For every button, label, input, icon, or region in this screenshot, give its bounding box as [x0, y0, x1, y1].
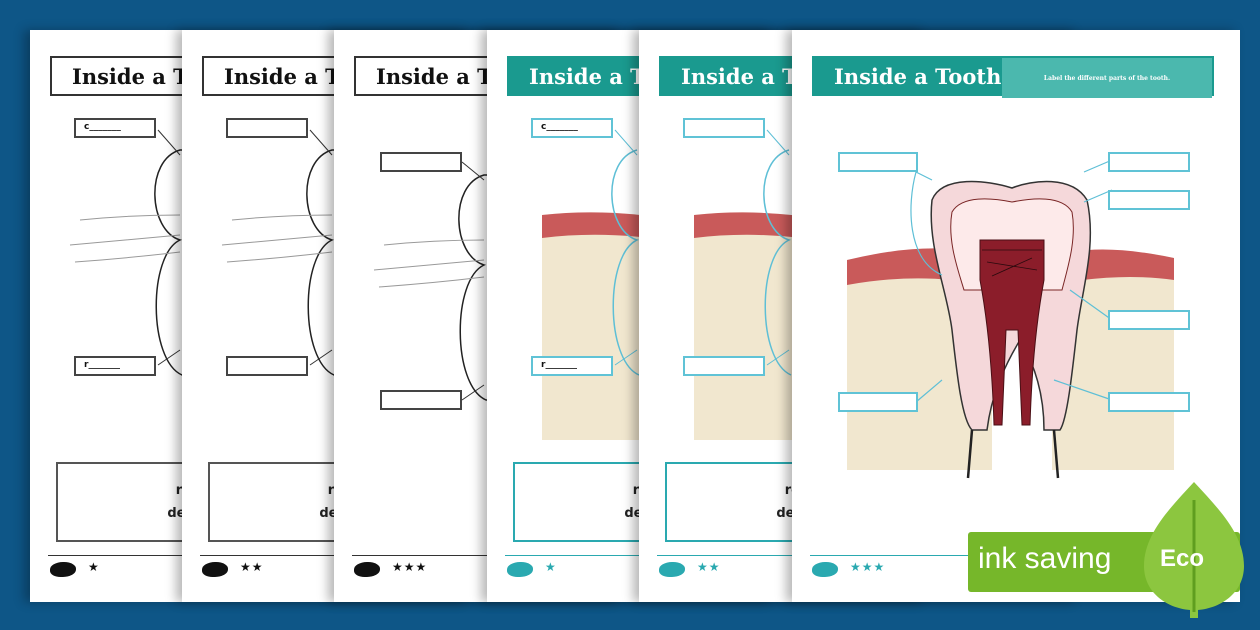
publisher-logo-icon: [50, 562, 76, 577]
publisher-logo-icon: [202, 562, 228, 577]
eco-label: Eco: [1160, 545, 1205, 572]
ink-saving-text: ink saving: [978, 542, 1112, 575]
label-box-root[interactable]: r_______: [531, 356, 613, 376]
worksheet-title: Inside a Tooth: [834, 63, 1002, 89]
label-box-crown[interactable]: c_______: [74, 118, 156, 138]
label-box[interactable]: [1108, 310, 1190, 330]
label-box[interactable]: [226, 118, 308, 138]
difficulty-stars: ★★: [697, 560, 721, 574]
tooth-cross-section-illustration: [847, 159, 1174, 479]
label-box[interactable]: [683, 118, 765, 138]
label-box[interactable]: [838, 392, 918, 412]
difficulty-stars: ★★: [240, 560, 264, 574]
label-box[interactable]: [683, 356, 765, 376]
label-box-crown[interactable]: c_______: [531, 118, 613, 138]
label-box[interactable]: [1108, 392, 1190, 412]
difficulty-stars: ★: [545, 560, 557, 574]
tooth-outline-illustration: [373, 161, 525, 401]
label-box[interactable]: [1108, 190, 1190, 210]
label-box[interactable]: [226, 356, 308, 376]
worksheet-title-bar: Inside a Tooth Label the different parts…: [812, 56, 1214, 98]
publisher-logo-icon: [354, 562, 380, 577]
difficulty-stars: ★★★: [850, 560, 886, 574]
publisher-logo-icon: [507, 562, 533, 577]
label-box[interactable]: [838, 152, 918, 172]
label-box[interactable]: [1108, 152, 1190, 172]
eco-leaf-icon: [1144, 482, 1244, 618]
publisher-logo-icon: [659, 562, 685, 577]
publisher-logo-icon: [812, 562, 838, 577]
label-box[interactable]: [380, 152, 462, 172]
difficulty-stars: ★★★: [392, 560, 428, 574]
worksheet-preview-color-3-star[interactable]: Inside a Tooth Label the different parts…: [792, 30, 1240, 602]
label-box[interactable]: [380, 390, 462, 410]
tooth-outline-illustration: [221, 129, 373, 376]
worksheet-instruction: Label the different parts of the tooth.: [1002, 58, 1212, 98]
label-box-root[interactable]: r_______: [74, 356, 156, 376]
difficulty-stars: ★: [88, 560, 100, 574]
tooth-outline-illustration: [69, 129, 221, 376]
